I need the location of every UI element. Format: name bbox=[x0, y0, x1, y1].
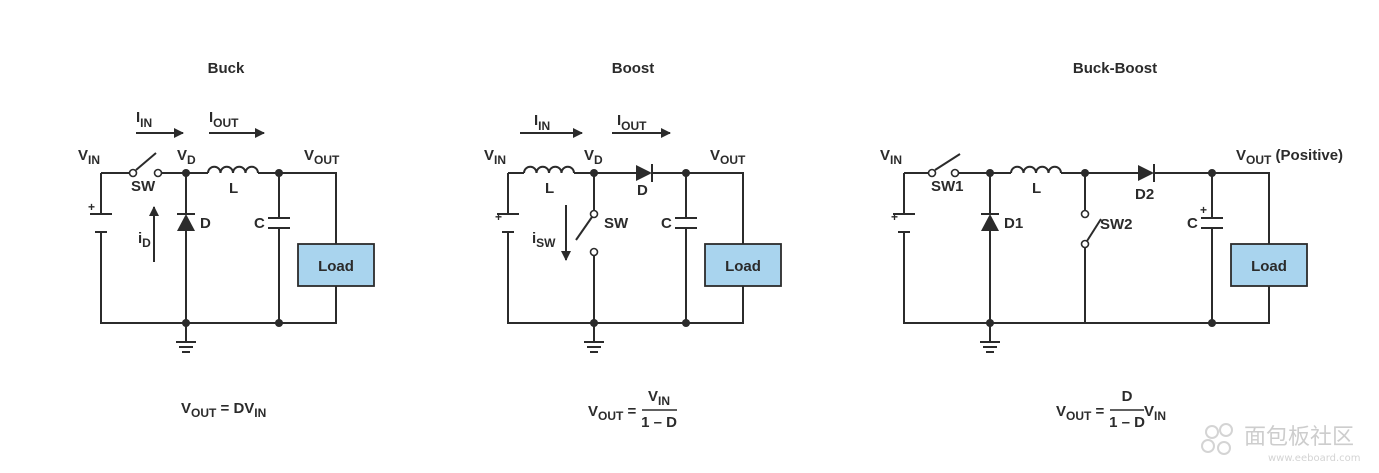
bb-d1-label: D1 bbox=[1004, 215, 1023, 232]
svg-text:VIN: VIN bbox=[1144, 403, 1166, 423]
boost-load bbox=[704, 243, 782, 287]
bb-load bbox=[1230, 243, 1308, 287]
boost-vin-label: VIN bbox=[484, 147, 506, 167]
bb-node bbox=[1208, 169, 1216, 177]
bb-sw1-contact bbox=[950, 168, 960, 178]
buck-diagram: Buck IIN IOUT VIN VD VOUT SW iD L + D bbox=[78, 60, 375, 420]
boost-vd-label: VD bbox=[584, 147, 603, 167]
bb-sw1-contact bbox=[927, 168, 937, 178]
buck-iout-label: IOUT bbox=[209, 109, 239, 130]
buck-node bbox=[275, 319, 283, 327]
boost-switch-contact bbox=[589, 247, 599, 257]
buck-title: Buck bbox=[208, 60, 245, 77]
boost-ground-icon bbox=[584, 323, 604, 353]
watermark: 面包板社区 www.eeboard.com bbox=[1201, 423, 1361, 464]
watermark-logo-icon bbox=[1201, 423, 1233, 455]
buck-bottom-wire bbox=[100, 173, 337, 324]
boost-diode bbox=[636, 165, 652, 181]
bb-sw2-label: SW2 bbox=[1100, 216, 1133, 233]
boost-iin-label: IIN bbox=[534, 112, 550, 133]
boost-l-label: L bbox=[545, 180, 554, 197]
svg-text:VIN: VIN bbox=[648, 388, 670, 408]
bb-formula: VOUT = D 1 – D VIN bbox=[1056, 388, 1166, 431]
boost-sw-label: SW bbox=[604, 215, 629, 232]
svg-text:VOUT =: VOUT = bbox=[1056, 403, 1105, 423]
bb-sw1-blade bbox=[934, 153, 961, 171]
bb-bottom-wire bbox=[903, 173, 1270, 324]
bb-node bbox=[1208, 319, 1216, 327]
bb-sw1-label: SW1 bbox=[931, 178, 964, 195]
bb-node bbox=[986, 169, 994, 177]
bb-d2-label: D2 bbox=[1135, 186, 1154, 203]
svg-text:1 – D: 1 – D bbox=[1109, 414, 1145, 431]
bb-node bbox=[1081, 169, 1089, 177]
boost-vout-label: VOUT bbox=[710, 147, 746, 167]
buck-vd-label: VD bbox=[177, 147, 196, 167]
boost-d-label: D bbox=[637, 182, 648, 199]
boost-c-label: C bbox=[661, 215, 672, 232]
bb-vout-label: VOUT (Positive) bbox=[1236, 147, 1343, 167]
bb-c-label: C bbox=[1187, 215, 1198, 232]
svg-text:D: D bbox=[1122, 388, 1133, 405]
bb-vin-label: VIN bbox=[880, 147, 902, 167]
bb-inductor bbox=[1010, 165, 1062, 174]
buck-vout-label: VOUT bbox=[304, 147, 340, 167]
bb-sw2-contact bbox=[1080, 239, 1090, 249]
bb-ground-icon bbox=[980, 323, 1000, 353]
buck-switch-blade bbox=[135, 152, 157, 171]
bb-load-label: Load bbox=[1251, 258, 1287, 275]
bb-d2 bbox=[1138, 165, 1154, 181]
watermark-text: 面包板社区 bbox=[1244, 425, 1354, 450]
boost-load-label: Load bbox=[725, 258, 761, 275]
boost-node bbox=[682, 319, 690, 327]
bb-cap-plus: + bbox=[1200, 203, 1207, 217]
buck-l-label: L bbox=[229, 180, 238, 197]
boost-top-wire bbox=[508, 172, 744, 244]
boost-node bbox=[682, 169, 690, 177]
bb-sw2-blade bbox=[1086, 218, 1102, 242]
boost-diagram: Boost IIN IOUT VIN VD VOUT L D + SW iSW … bbox=[484, 60, 782, 431]
buck-id-label: iD bbox=[138, 230, 151, 250]
buck-switch-contact bbox=[128, 168, 138, 178]
boost-inductor bbox=[523, 165, 575, 174]
buck-switch-contact bbox=[153, 168, 163, 178]
boost-iout-label: IOUT bbox=[617, 112, 647, 133]
buck-c-label: C bbox=[254, 215, 265, 232]
buck-d-label: D bbox=[200, 215, 211, 232]
boost-isw-label: iSW bbox=[532, 230, 556, 250]
svg-text:VOUT =: VOUT = bbox=[588, 403, 637, 423]
buck-diode bbox=[177, 214, 195, 231]
buck-boost-diagram: Buck-Boost VIN VOUT (Positive) SW1 L + D… bbox=[880, 60, 1343, 431]
bb-d1 bbox=[981, 214, 999, 231]
buck-node bbox=[182, 169, 190, 177]
buck-iin-label: IIN bbox=[136, 109, 152, 130]
buck-inductor bbox=[207, 165, 259, 174]
boost-switch-contact bbox=[589, 209, 599, 219]
boost-switch-blade bbox=[575, 216, 593, 241]
buck-load-label: Load bbox=[318, 258, 354, 275]
boost-battery-plus: + bbox=[495, 210, 502, 224]
bb-top-wire bbox=[904, 172, 1270, 244]
buck-load bbox=[297, 243, 375, 287]
boost-formula: VOUT = VIN 1 – D bbox=[588, 388, 677, 431]
bb-l-label: L bbox=[1032, 180, 1041, 197]
bb-sw2-contact bbox=[1080, 209, 1090, 219]
buck-vin-label: VIN bbox=[78, 147, 100, 167]
boost-bottom-wire bbox=[507, 173, 744, 324]
buck-boost-title: Buck-Boost bbox=[1073, 60, 1157, 77]
bb-battery-plus: + bbox=[891, 210, 898, 224]
watermark-url: www.eeboard.com bbox=[1268, 453, 1361, 464]
boost-title: Boost bbox=[612, 60, 655, 77]
svg-text:1 – D: 1 – D bbox=[641, 414, 677, 431]
buck-node bbox=[275, 169, 283, 177]
boost-node bbox=[590, 169, 598, 177]
buck-battery-plus: + bbox=[88, 200, 95, 214]
buck-sw-label: SW bbox=[131, 178, 156, 195]
buck-ground-icon bbox=[176, 323, 196, 353]
buck-formula: VOUT = DVIN bbox=[181, 400, 266, 420]
